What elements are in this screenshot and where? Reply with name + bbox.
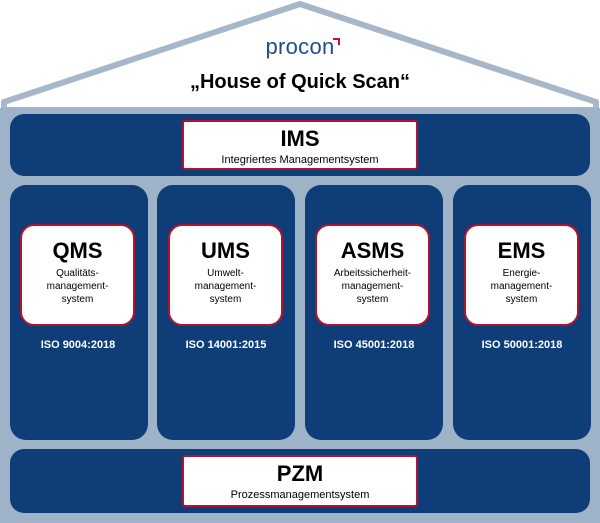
logo-corner-mark: [333, 38, 340, 45]
ems-abbr: EMS: [497, 238, 546, 263]
ums-abbr: UMS: [201, 238, 250, 263]
qms-desc: Qualitäts- management- system: [46, 268, 109, 305]
house-title: „House of Quick Scan“: [189, 71, 411, 93]
qms-standard: ISO 9004:2018: [40, 339, 116, 351]
asms-abbr: ASMS: [340, 238, 405, 263]
procon-logo: procon: [265, 34, 335, 59]
ums-desc: Umwelt- management- system: [194, 268, 257, 305]
ems-box: EMS Energie- management- system: [464, 224, 579, 326]
ims-box: IMS Integriertes Managementsystem: [182, 120, 418, 170]
ums-box: UMS Umwelt- management- system: [168, 224, 283, 326]
ums-standard: ISO 14001:2015: [185, 339, 267, 351]
ims-desc: Integriertes Managementsystem: [221, 154, 379, 166]
asms-box: ASMS Arbeitssicherheit- management- syst…: [315, 224, 430, 326]
pzm-box: PZM Prozessmanagementsystem: [182, 455, 418, 507]
ems-desc: Energie- management- system: [490, 268, 553, 305]
pzm-abbr: PZM: [276, 461, 324, 486]
ems-standard: ISO 50001:2018: [481, 339, 563, 351]
qms-abbr: QMS: [52, 238, 103, 263]
asms-desc: Arbeitssicherheit- management- system: [333, 268, 412, 305]
ims-abbr: IMS: [280, 126, 320, 151]
pzm-desc: Prozessmanagementsystem: [230, 489, 370, 501]
qms-box: QMS Qualitäts- management- system: [20, 224, 135, 326]
asms-standard: ISO 45001:2018: [333, 339, 415, 351]
